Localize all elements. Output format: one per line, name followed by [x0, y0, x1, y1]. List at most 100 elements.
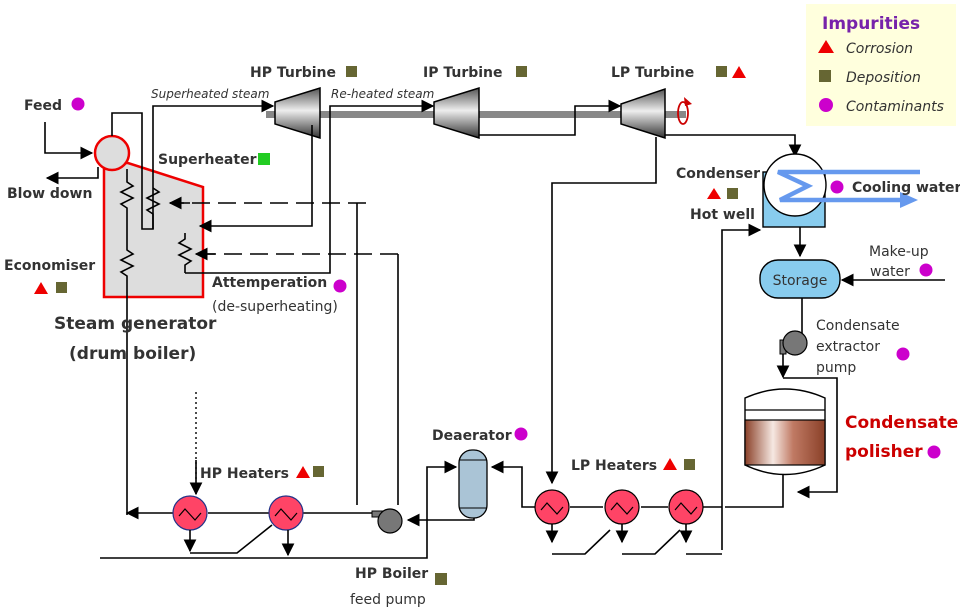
hp-heater-1 [172, 495, 208, 531]
superheater-label: Superheater [158, 152, 257, 168]
contaminants-legend-icon [819, 98, 833, 112]
attemperation-contaminants-icon [333, 279, 347, 293]
hp-heaters-corrosion-icon [296, 466, 310, 478]
corrosion-legend-icon [818, 40, 834, 53]
condenser-corrosion-icon [707, 188, 721, 199]
cep-label-1: Condensate [816, 318, 900, 334]
lp-bleed-steam [545, 137, 657, 485]
hp-heater-drain-to-deaerator [100, 460, 458, 559]
cep-label-2: extractor [816, 339, 880, 355]
polisher-contaminants-icon [927, 445, 941, 459]
water-label: water [870, 264, 910, 280]
blow-down-label: Blow down [7, 186, 92, 202]
polisher-label-1: Condensate [845, 413, 958, 433]
condenser [762, 153, 920, 228]
hot-well-label: Hot well [690, 207, 755, 223]
ip-turbine-deposition-icon [516, 66, 527, 77]
bfp-label-1: HP Boiler [355, 566, 428, 582]
hp-heater-2 [268, 495, 304, 531]
hp-turbine-deposition-icon [346, 66, 357, 77]
ip-turbine-label: IP Turbine [423, 65, 503, 81]
condenser-deposition-icon [727, 188, 738, 199]
rotation-icon [677, 97, 692, 125]
blow-down-pipe [45, 167, 99, 185]
de-superheating-label: (de-superheating) [212, 299, 338, 315]
economiser-coil [119, 169, 135, 515]
legend-corrosion-label: Corrosion [846, 41, 913, 57]
lp-heaters-deposition-icon [684, 459, 695, 470]
condenser-shell [763, 153, 827, 217]
condensate-extractor-pump [779, 330, 808, 356]
polisher-outlet [725, 475, 784, 508]
cooling-water-coil [777, 169, 920, 203]
deaerator-label: Deaerator [432, 428, 512, 444]
lp-turbine-deposition-icon [716, 66, 727, 77]
economiser-corrosion-icon [34, 282, 48, 294]
superheated-steam-label: Superheated steam [151, 87, 269, 101]
hot-well-return [721, 223, 762, 550]
cooling-water-contaminants-icon [830, 180, 844, 194]
hp-turbine-label: HP Turbine [250, 65, 336, 81]
feed-contaminants-icon [71, 97, 85, 111]
lp-heaters-corrosion-icon [663, 458, 677, 470]
legend-deposition-label: Deposition [846, 70, 921, 86]
lp-turbine [620, 87, 666, 140]
superheater-coil [145, 187, 161, 229]
polisher-bypass [783, 377, 838, 499]
reheated-steam-line [185, 99, 435, 274]
reheated-steam-label: Re-heated steam [331, 87, 434, 101]
cooling-water-label: Cooling water [852, 180, 960, 196]
legend-title: Impurities [822, 14, 920, 34]
make-up-contaminants-icon [919, 263, 933, 277]
deaerator [458, 449, 488, 519]
legend-contaminants-label: Contaminants [846, 99, 944, 115]
ip-turbine [433, 86, 480, 140]
lp-heater-to-deaerator [490, 460, 535, 508]
lp-drain-2 [552, 524, 622, 554]
polisher-label-2: polisher [845, 442, 923, 462]
hp-turbine [274, 86, 321, 140]
make-up-label: Make-up [869, 244, 929, 260]
lp-heater-1 [534, 489, 570, 525]
ip-to-lp-crossover [479, 99, 622, 136]
condenser-label: Condenser [676, 166, 760, 182]
superheater-marker-icon [258, 153, 270, 165]
attemperation-label: Attemperation [212, 275, 327, 291]
lp-turbine-label: LP Turbine [611, 65, 694, 81]
lp-exhaust-to-condenser [665, 134, 802, 158]
deaerator-to-bfp [406, 513, 475, 527]
hp-heaters-label: HP Heaters [200, 466, 289, 482]
hp-exhaust-to-reheater [198, 125, 313, 233]
lp-turbine-corrosion-icon [732, 66, 746, 78]
lp-heaters-label: LP Heaters [571, 458, 657, 474]
steam-generator [44, 112, 205, 515]
deposition-legend-icon [819, 70, 831, 82]
feed-pipe [44, 122, 94, 160]
lp-heater-3 [668, 489, 704, 525]
deaerator-contaminants-icon [514, 427, 528, 441]
bfp-deposition-icon [435, 573, 447, 585]
polisher-resin-bed [744, 419, 826, 466]
reheater-coil [177, 233, 193, 273]
superheated-steam-line [152, 99, 275, 175]
feed-label: Feed [24, 98, 62, 114]
lp-heater-2 [604, 489, 640, 525]
legend: Impurities Corrosion Deposition Contamin… [806, 4, 956, 126]
storage-label: Storage [773, 273, 828, 289]
condensate-polisher [744, 388, 826, 476]
lp-drain-3 [622, 524, 686, 554]
cep-contaminants-icon [896, 347, 910, 361]
steam-generator-label: Steam generator [54, 314, 217, 334]
cooling-water-arrow-icon [900, 192, 918, 208]
economiser-deposition-icon [56, 282, 67, 293]
economiser-label: Economiser [4, 258, 95, 274]
drum-boiler-label: (drum boiler) [69, 344, 196, 364]
cep-label-3: pump [816, 360, 856, 376]
storage-tank [759, 259, 841, 299]
hp-boiler-feed-pump [371, 508, 403, 534]
bfp-label-2: feed pump [350, 592, 426, 608]
hp-drain-link [190, 524, 273, 554]
hp-heaters-deposition-icon [313, 466, 324, 477]
steam-drum [93, 134, 131, 172]
